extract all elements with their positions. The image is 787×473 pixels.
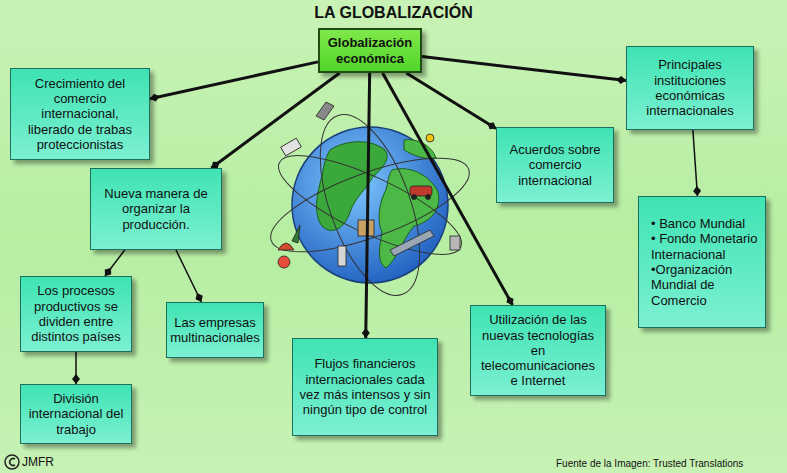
node-text: Acuerdos sobre comercio internacional [503,142,607,188]
connector [422,57,626,81]
connector [383,73,513,305]
concept-box: Flujos financieros internacionales cada … [292,338,438,436]
node-text: Utilización de las nuevas tecnologías en… [477,312,599,389]
concept-box: Las empresas multinacionales [166,302,264,358]
node-text: Principales instituciones económicas int… [633,57,747,118]
node-text: Flujos financieros internacionales cada … [299,356,431,417]
copyright-symbol [5,455,19,469]
source-note: Fuente de la Imagen: Trusted Translation… [556,458,743,469]
concept-box: Los procesos productivos se dividen entr… [20,276,132,352]
topic-box: Globalización económica [318,28,422,73]
node-text: División internacional del trabajo [27,391,125,437]
connector [150,62,318,99]
institution-list-box: • Banco Mundial• Fondo Monetario Interna… [638,196,766,328]
concept-box: División internacional del trabajo [20,384,132,444]
concept-box: Nueva manera de organizar la producción. [90,168,222,250]
author-mark: JMFR [22,455,54,469]
connector [406,73,496,128]
node-text: Nueva manera de organizar la producción. [97,186,215,232]
concept-box: Principales instituciones económicas int… [626,46,754,130]
node-text: •Organización Mundial de Comercio [651,262,759,308]
connector [366,73,370,338]
connector [211,73,339,168]
node-text: • Fondo Monetario Internacional [651,231,759,262]
connector [75,352,77,384]
connector [693,130,698,196]
connector [176,250,201,302]
node-text: Los procesos productivos se dividen entr… [27,283,125,344]
node-text: • Banco Mundial [651,216,745,231]
connector [105,250,125,276]
node-text: Crecimiento del comercio internacional, … [17,76,143,153]
diagram-title: LA GLOBALIZACIÓN [0,4,787,22]
node-text: Las empresas multinacionales [170,315,260,346]
concept-box: Utilización de las nuevas tecnologías en… [470,305,606,396]
concept-box: Acuerdos sobre comercio internacional [496,127,614,203]
node-text: Globalización económica [326,35,414,66]
concept-box: Crecimiento del comercio internacional, … [10,68,150,160]
